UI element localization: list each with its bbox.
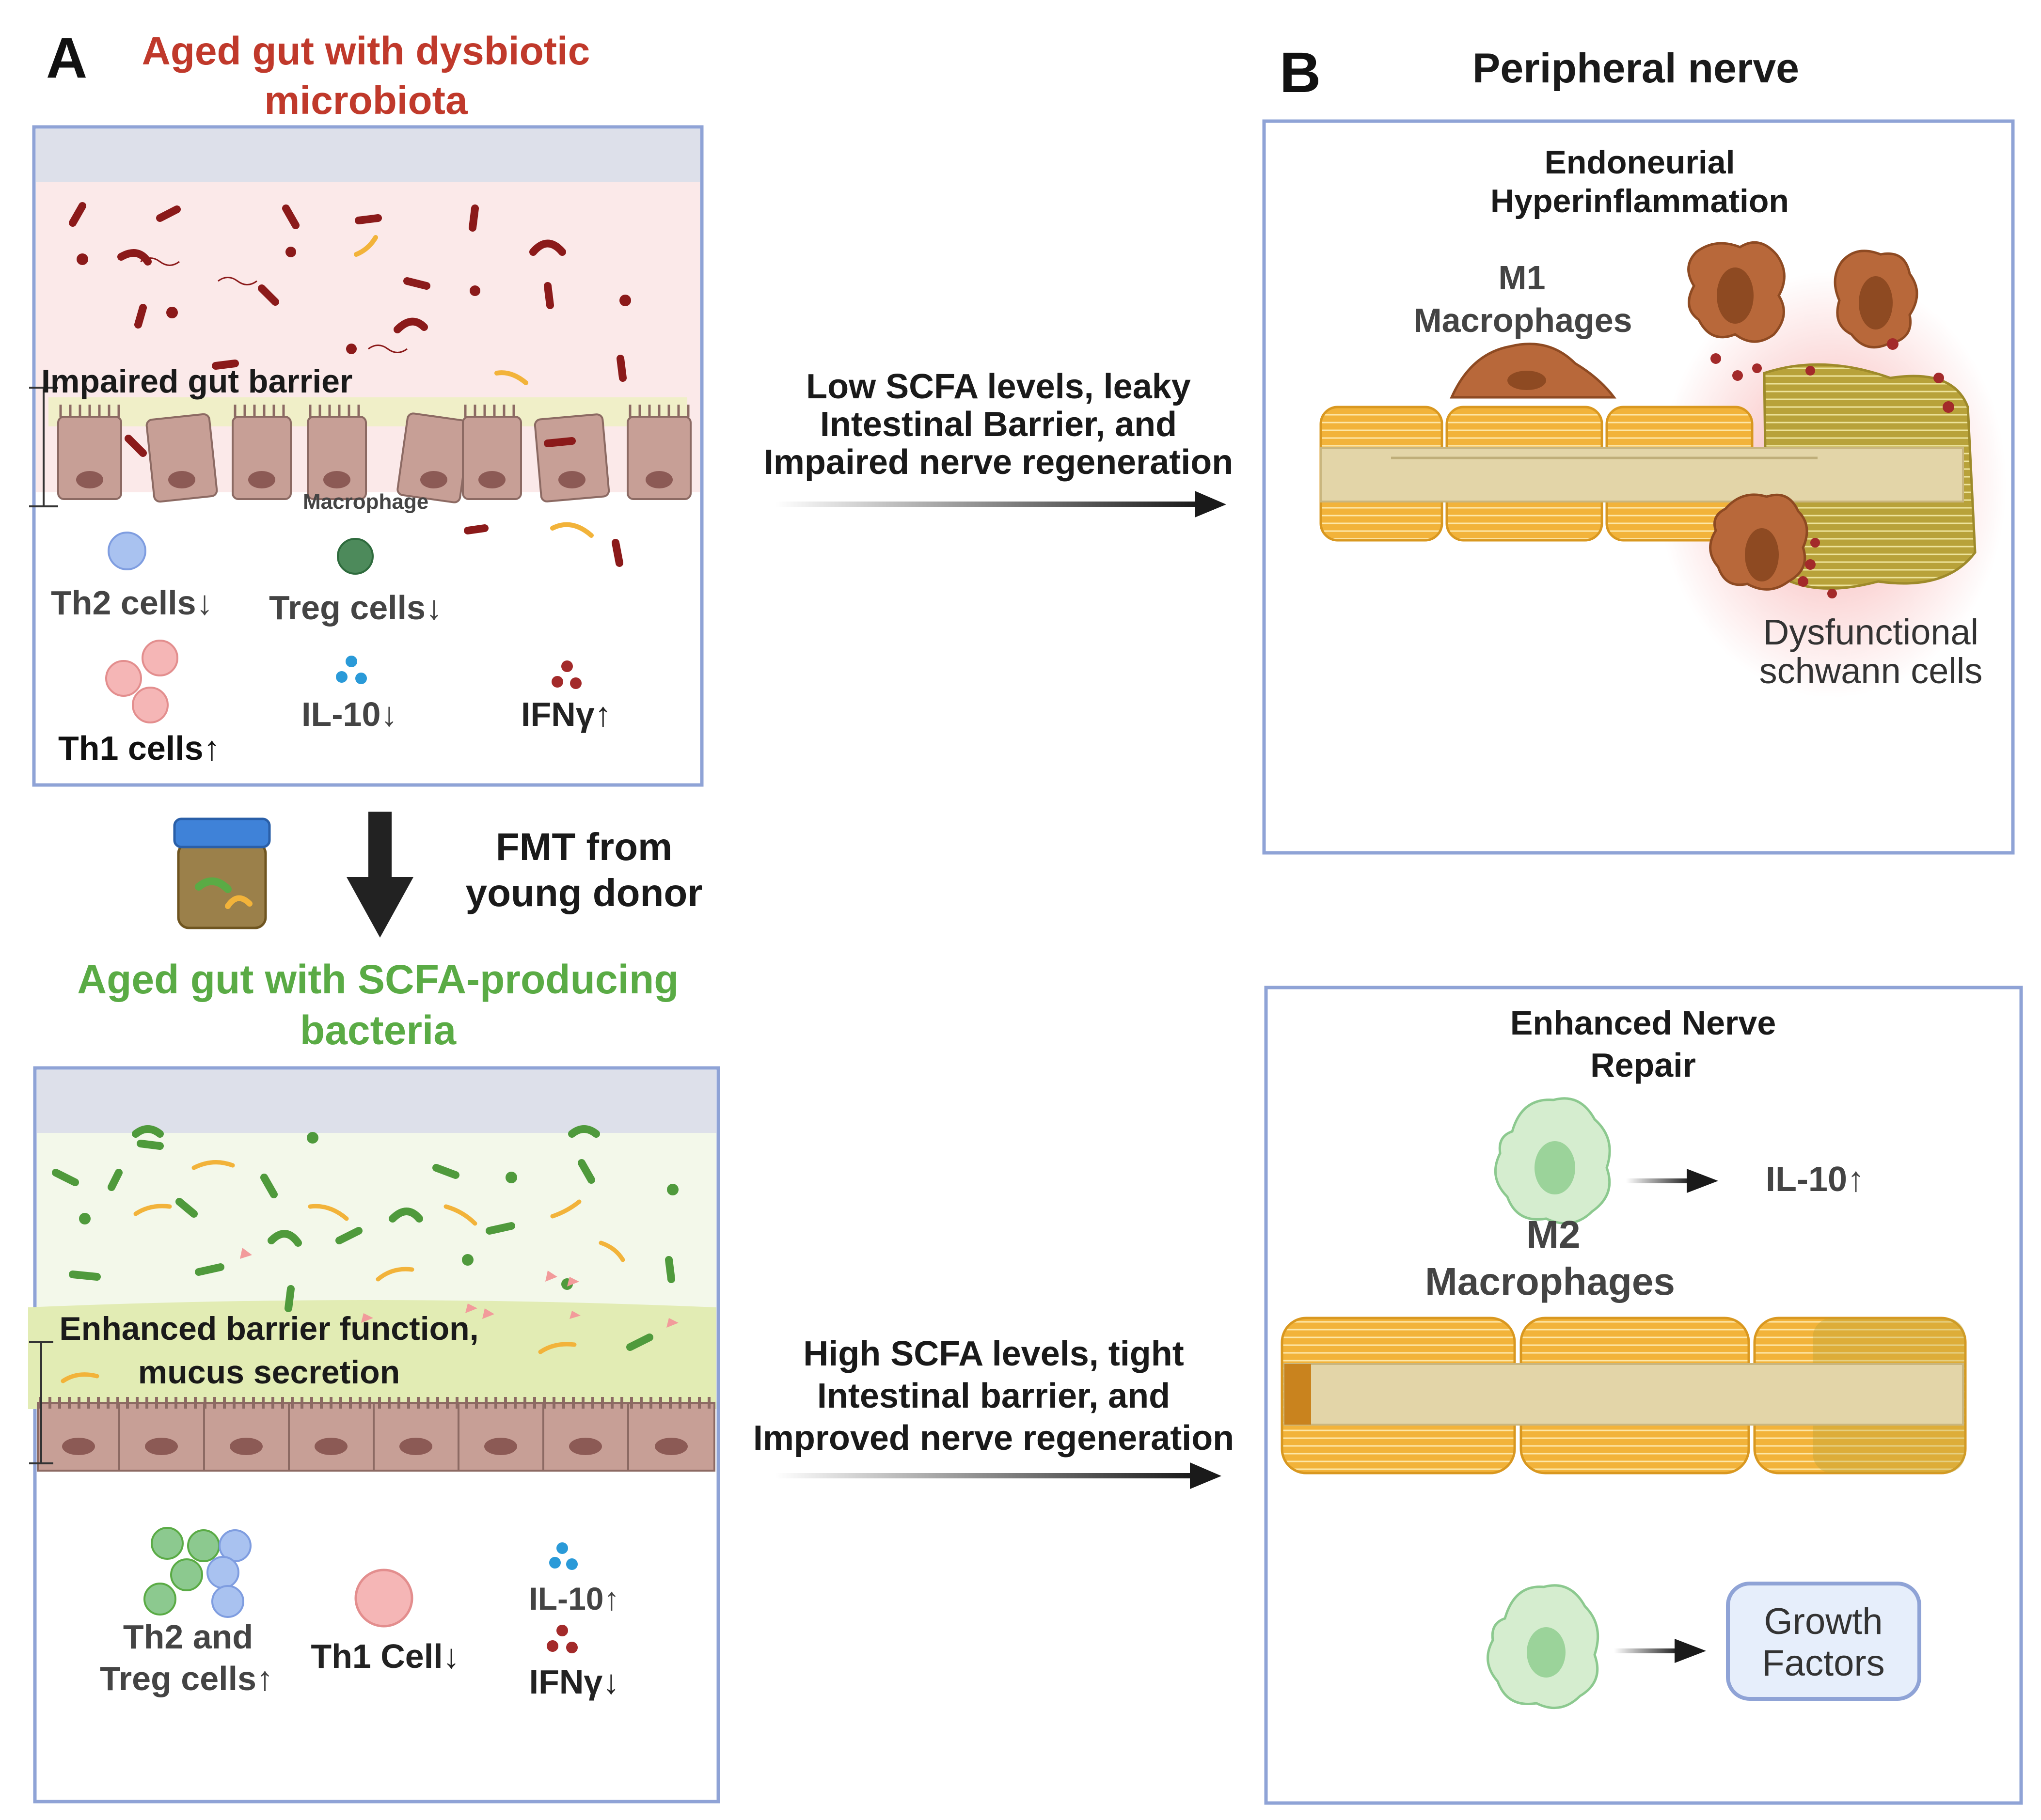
epithelium-nuclei	[76, 471, 673, 488]
il10-dots-icon	[336, 656, 367, 684]
panel-a-bottom-gut	[28, 1066, 720, 1804]
epithelium-cells	[57, 412, 692, 503]
impaired-barrier-label: Impaired gut barrier	[41, 363, 352, 400]
top-arrow-text-3: Impaired nerve regeneration	[764, 443, 1233, 482]
m1-label-1: M1	[1498, 259, 1545, 297]
ifng-down-dots-icon	[547, 1625, 578, 1653]
panel-a-top-title-1: Aged gut with dysbiotic	[142, 29, 590, 73]
th1-cells-icon	[105, 640, 178, 723]
m2-label-2: Macrophages	[1425, 1260, 1675, 1303]
macrophage-label: Macrophage	[303, 490, 428, 514]
repair-label-1: Enhanced Nerve	[1510, 1004, 1776, 1042]
th2-treg-cells-icon	[143, 1527, 252, 1618]
bottom-arrow-text-1: High SCFA levels, tight	[803, 1334, 1184, 1373]
m2-il10-label: IL-10↑	[1766, 1160, 1865, 1199]
panel-b-letter: B	[1280, 41, 1321, 105]
scfa-bacteria	[52, 1125, 675, 1351]
top-arrow-text-1: Low SCFA levels, leaky	[806, 367, 1191, 406]
m2-macrophage-icon	[1494, 1097, 1611, 1225]
fmt-label-1: FMT from	[496, 825, 672, 868]
growth-factors-box	[1726, 1582, 1921, 1701]
il10-down-label: IL-10↓	[301, 695, 397, 733]
th1-cell-down-label: Th1 Cell↓	[311, 1637, 459, 1675]
th2-treg-label-1: Th2 and	[123, 1618, 253, 1656]
top-arrow-text-2: Intestinal Barrier, and	[820, 405, 1177, 444]
th2-cell-icon	[108, 532, 146, 570]
panel-a-top-title-2: microbiota	[264, 78, 468, 123]
endoneurial-label-2: Hyperinflammation	[1490, 183, 1789, 220]
treg-cell-icon	[337, 538, 374, 575]
bottom-right-arrow	[775, 1462, 1221, 1489]
fmt-label-2: young donor	[466, 871, 703, 914]
th2-cells-label: Th2 cells↓	[51, 584, 213, 622]
il10-up-dots-icon	[549, 1542, 578, 1570]
enhanced-barrier-label-2: mucus secretion	[138, 1354, 400, 1391]
growth-factors-label-2: Factors	[1762, 1643, 1884, 1684]
th1-cells-label: Th1 cells↑	[58, 729, 221, 767]
m2-label-1: M2	[1526, 1213, 1580, 1256]
growth-factors-label-1: Growth	[1764, 1601, 1883, 1642]
panel-a-letter: A	[46, 26, 87, 90]
m2-macrophage-icon-2	[1487, 1584, 1599, 1710]
bottom-arrow-text-3: Improved nerve regeneration	[753, 1419, 1234, 1458]
m2-growth-arrow	[1614, 1639, 1706, 1663]
fmt-jar-icon	[173, 817, 271, 929]
panel-a-bottom-title-1: Aged gut with SCFA-producing	[77, 957, 679, 1002]
il10-up-label: IL-10↑	[529, 1581, 619, 1616]
th2-treg-label-2: Treg cells↑	[100, 1660, 273, 1697]
th1-cell-icon	[354, 1569, 413, 1628]
panel-b-title: Peripheral nerve	[1472, 45, 1799, 92]
bottom-arrow-text-2: Intestinal barrier, and	[817, 1377, 1170, 1415]
dysfunctional-label-2: schwann cells	[1759, 651, 1983, 691]
dysfunctional-label-1: Dysfunctional	[1763, 612, 1978, 652]
fmt-down-arrow	[347, 812, 413, 938]
ifng-down-label: IFNγ↓	[529, 1663, 620, 1701]
repair-label-2: Repair	[1590, 1046, 1696, 1084]
dysbiotic-bacteria	[69, 202, 627, 567]
enhanced-barrier-label-1: Enhanced barrier function,	[59, 1310, 478, 1347]
panel-b-bottom-box	[1264, 986, 2023, 1805]
panel-a-top-gut	[29, 125, 704, 787]
ifng-dots-icon	[552, 660, 582, 689]
m1-label-2: Macrophages	[1413, 301, 1632, 339]
top-right-arrow	[775, 491, 1226, 518]
treg-cells-label: Treg cells↓	[269, 589, 443, 627]
m2-il10-arrow	[1626, 1169, 1718, 1193]
endoneurial-label-1: Endoneurial	[1545, 144, 1735, 181]
ifng-up-label: IFNγ↑	[521, 695, 612, 733]
panel-b-top-box	[1262, 119, 2015, 855]
panel-a-bottom-title-2: bacteria	[300, 1007, 457, 1053]
